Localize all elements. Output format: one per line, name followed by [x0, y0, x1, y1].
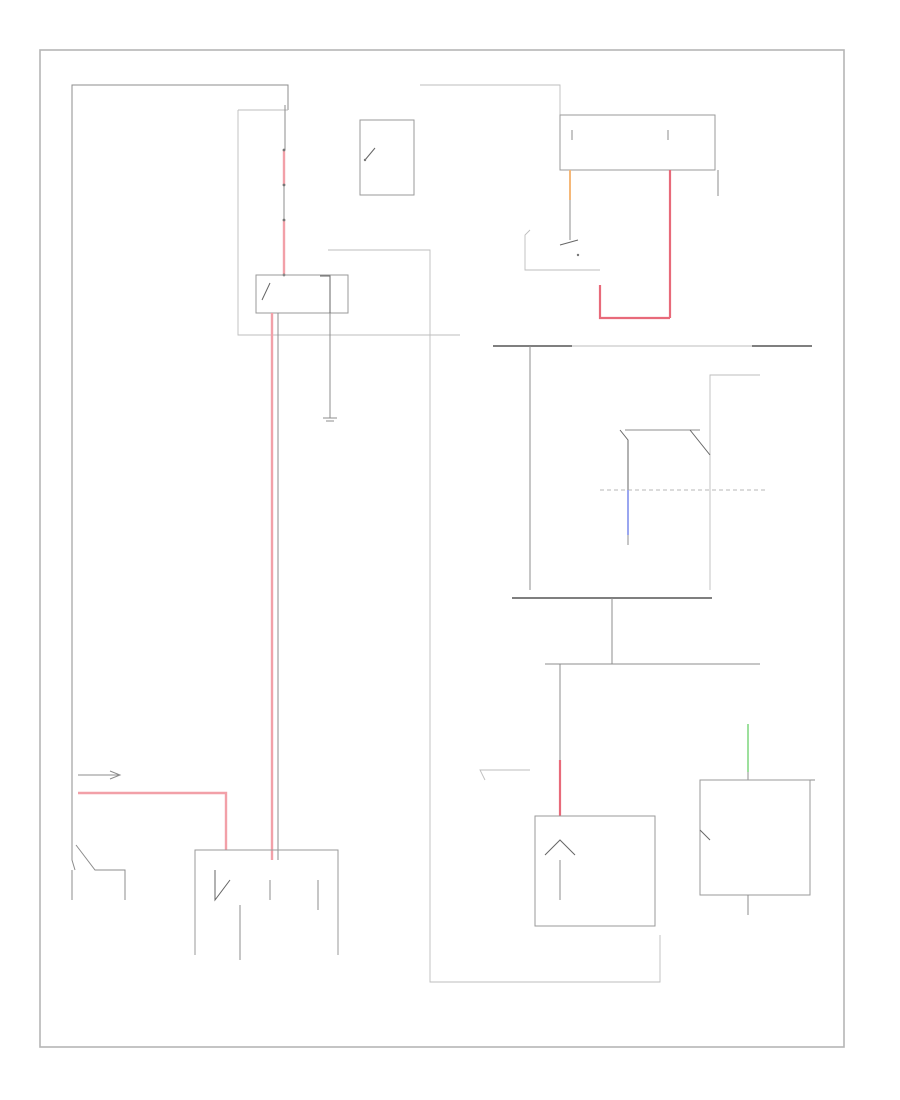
battery-junction-box	[420, 84, 719, 320]
ignition-switch-module	[359, 119, 415, 196]
ecm-module	[699, 724, 815, 915]
relay-control-circuit	[328, 249, 661, 983]
starter-relay	[255, 274, 349, 422]
main-feed-circuit	[71, 84, 460, 840]
battery	[71, 770, 228, 900]
diagram-frame	[39, 49, 845, 1048]
starter-motor	[194, 849, 339, 960]
clutch-switch-module	[512, 346, 765, 599]
park-neutral-switch-module	[479, 663, 760, 927]
battery-positive-feed-wire	[270, 313, 279, 860]
